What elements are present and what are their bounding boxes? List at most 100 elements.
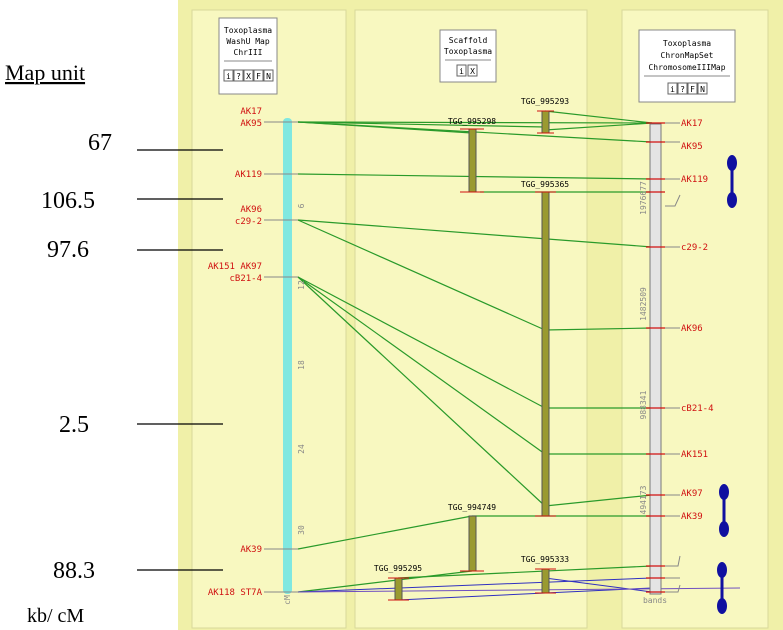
contig-label: TGG_995295 xyxy=(374,564,422,573)
close-button[interactable] xyxy=(467,64,478,77)
info-button[interactable] xyxy=(667,82,678,95)
contig-TGG_995333[interactable]: TGG_995333 xyxy=(521,555,569,594)
map-unit-heading: Map unit xyxy=(5,60,85,85)
marker-label[interactable]: cB21-4 xyxy=(229,274,262,284)
contig-TGG_995365[interactable]: TGG_995365 xyxy=(521,180,569,517)
washu-header[interactable]: Toxoplasma WashU Map ChrIII i ? X F N xyxy=(218,17,278,95)
dumbbell-icon xyxy=(727,155,737,208)
scale-tick: cM xyxy=(283,595,292,605)
cm-axis-bar[interactable] xyxy=(283,118,292,594)
new-button[interactable] xyxy=(697,82,708,95)
svg-text:F: F xyxy=(256,72,261,81)
marker-label[interactable]: AK151 AK97 xyxy=(208,262,262,272)
contig-label: TGG_995293 xyxy=(521,97,569,106)
link-line xyxy=(297,587,741,593)
bracket xyxy=(665,555,681,567)
help-button[interactable] xyxy=(233,69,244,82)
svg-text:?: ? xyxy=(236,72,241,81)
chronmap-bar[interactable]: 1976677 1482509 988341 494173 bands xyxy=(639,122,681,605)
info-button[interactable] xyxy=(456,64,467,77)
chronmap-title-line: ChromosomeIIIMap xyxy=(648,63,725,72)
scale-tick: 988341 xyxy=(639,390,648,419)
washu-map-bar[interactable]: 6 12 18 24 30 cM xyxy=(264,118,306,605)
link-line xyxy=(544,122,653,131)
washu-marker-ticks xyxy=(264,121,298,593)
svg-text:N: N xyxy=(266,72,271,81)
contig-label: TGG_995333 xyxy=(521,555,569,564)
contig-label: TGG_995298 xyxy=(448,117,496,126)
scale-tick: bands xyxy=(643,596,667,605)
marker-label[interactable]: AK95 xyxy=(240,119,262,129)
marker-label[interactable]: c29-2 xyxy=(235,217,262,227)
link-line xyxy=(297,276,546,409)
washu-title-line: ChrIII xyxy=(234,48,263,57)
dumbbell-icon xyxy=(719,484,729,537)
link-line xyxy=(297,219,546,331)
link-line xyxy=(297,276,546,507)
marker-label[interactable]: AK39 xyxy=(240,545,262,555)
contig-bar[interactable] xyxy=(468,128,477,193)
chronmap-header[interactable]: Toxoplasma ChronMapSet ChromosomeIIIMap … xyxy=(638,29,736,103)
scale-tick: 24 xyxy=(297,444,306,454)
contig-bar[interactable] xyxy=(541,568,550,594)
marker-label[interactable]: AK96 xyxy=(240,205,262,215)
marker-label[interactable]: AK95 xyxy=(681,142,703,152)
contig-TGG_995295[interactable]: TGG_995295 xyxy=(374,564,422,601)
scaffold-contigs: TGG_995293 TGG_995298 TGG_995365 TGG_994… xyxy=(374,97,569,601)
flip-button[interactable] xyxy=(687,82,698,95)
svg-text:i: i xyxy=(459,67,464,76)
marker-label[interactable]: AK17 xyxy=(240,107,262,117)
kb-axis-bar[interactable] xyxy=(649,123,662,595)
marker-label[interactable]: cB21-4 xyxy=(681,404,714,414)
svg-text:?: ? xyxy=(680,85,685,94)
contig-bar[interactable] xyxy=(541,110,550,134)
map-unit-value: 88.3 xyxy=(53,558,95,584)
info-button[interactable] xyxy=(223,69,234,82)
washu-panel xyxy=(191,9,347,629)
contig-bar[interactable] xyxy=(394,577,403,601)
map-unit-footer: kb/ cM xyxy=(27,605,84,627)
svg-text:i: i xyxy=(226,72,231,81)
link-line xyxy=(297,570,473,593)
chronmap-scale-ticks: 1976677 1482509 988341 494173 bands xyxy=(639,181,667,605)
marker-label[interactable]: AK151 xyxy=(681,450,708,460)
contig-TGG_994749[interactable]: TGG_994749 xyxy=(448,503,496,572)
scaffold-header[interactable]: Scaffold Toxoplasma i X xyxy=(439,29,497,83)
map-unit-leader-lines xyxy=(137,149,223,571)
marker-label[interactable]: AK17 xyxy=(681,119,703,129)
link-line xyxy=(397,565,653,579)
marker-label[interactable]: AK119 xyxy=(681,175,708,185)
washu-title-line: WashU Map xyxy=(226,37,270,46)
link-line xyxy=(297,121,546,128)
svg-text:i: i xyxy=(670,85,675,94)
washu-buttons: i ? X F N xyxy=(223,69,274,82)
scaffold-title-line: Toxoplasma xyxy=(444,47,492,56)
link-line xyxy=(297,515,473,550)
marker-label[interactable]: AK97 xyxy=(681,489,703,499)
close-button[interactable] xyxy=(243,69,254,82)
contig-TGG_995293[interactable]: TGG_995293 xyxy=(521,97,569,134)
svg-text:F: F xyxy=(690,85,695,94)
new-button[interactable] xyxy=(263,69,274,82)
contig-bar[interactable] xyxy=(468,515,477,572)
link-line xyxy=(297,577,653,593)
svg-text:X: X xyxy=(470,67,475,76)
chronmap-title-line: Toxoplasma xyxy=(663,39,711,48)
bracket xyxy=(665,584,681,593)
marker-label[interactable]: c29-2 xyxy=(681,243,708,253)
marker-label[interactable]: AK39 xyxy=(681,512,703,522)
contig-bar[interactable] xyxy=(541,191,550,517)
marker-label[interactable]: AK118 ST7A xyxy=(208,588,263,598)
marker-label[interactable]: AK119 xyxy=(235,170,262,180)
contig-label: TGG_994749 xyxy=(448,503,496,512)
link-line xyxy=(297,121,653,124)
blue-connection-lines xyxy=(297,577,741,601)
flip-button[interactable] xyxy=(253,69,264,82)
scale-tick: 1976677 xyxy=(639,181,648,215)
contig-TGG_995298[interactable]: TGG_995298 xyxy=(448,117,496,193)
svg-text:N: N xyxy=(700,85,705,94)
help-button[interactable] xyxy=(677,82,688,95)
marker-label[interactable]: AK96 xyxy=(681,324,703,334)
chronmap-marker-ticks xyxy=(646,122,665,593)
link-line xyxy=(544,327,653,331)
